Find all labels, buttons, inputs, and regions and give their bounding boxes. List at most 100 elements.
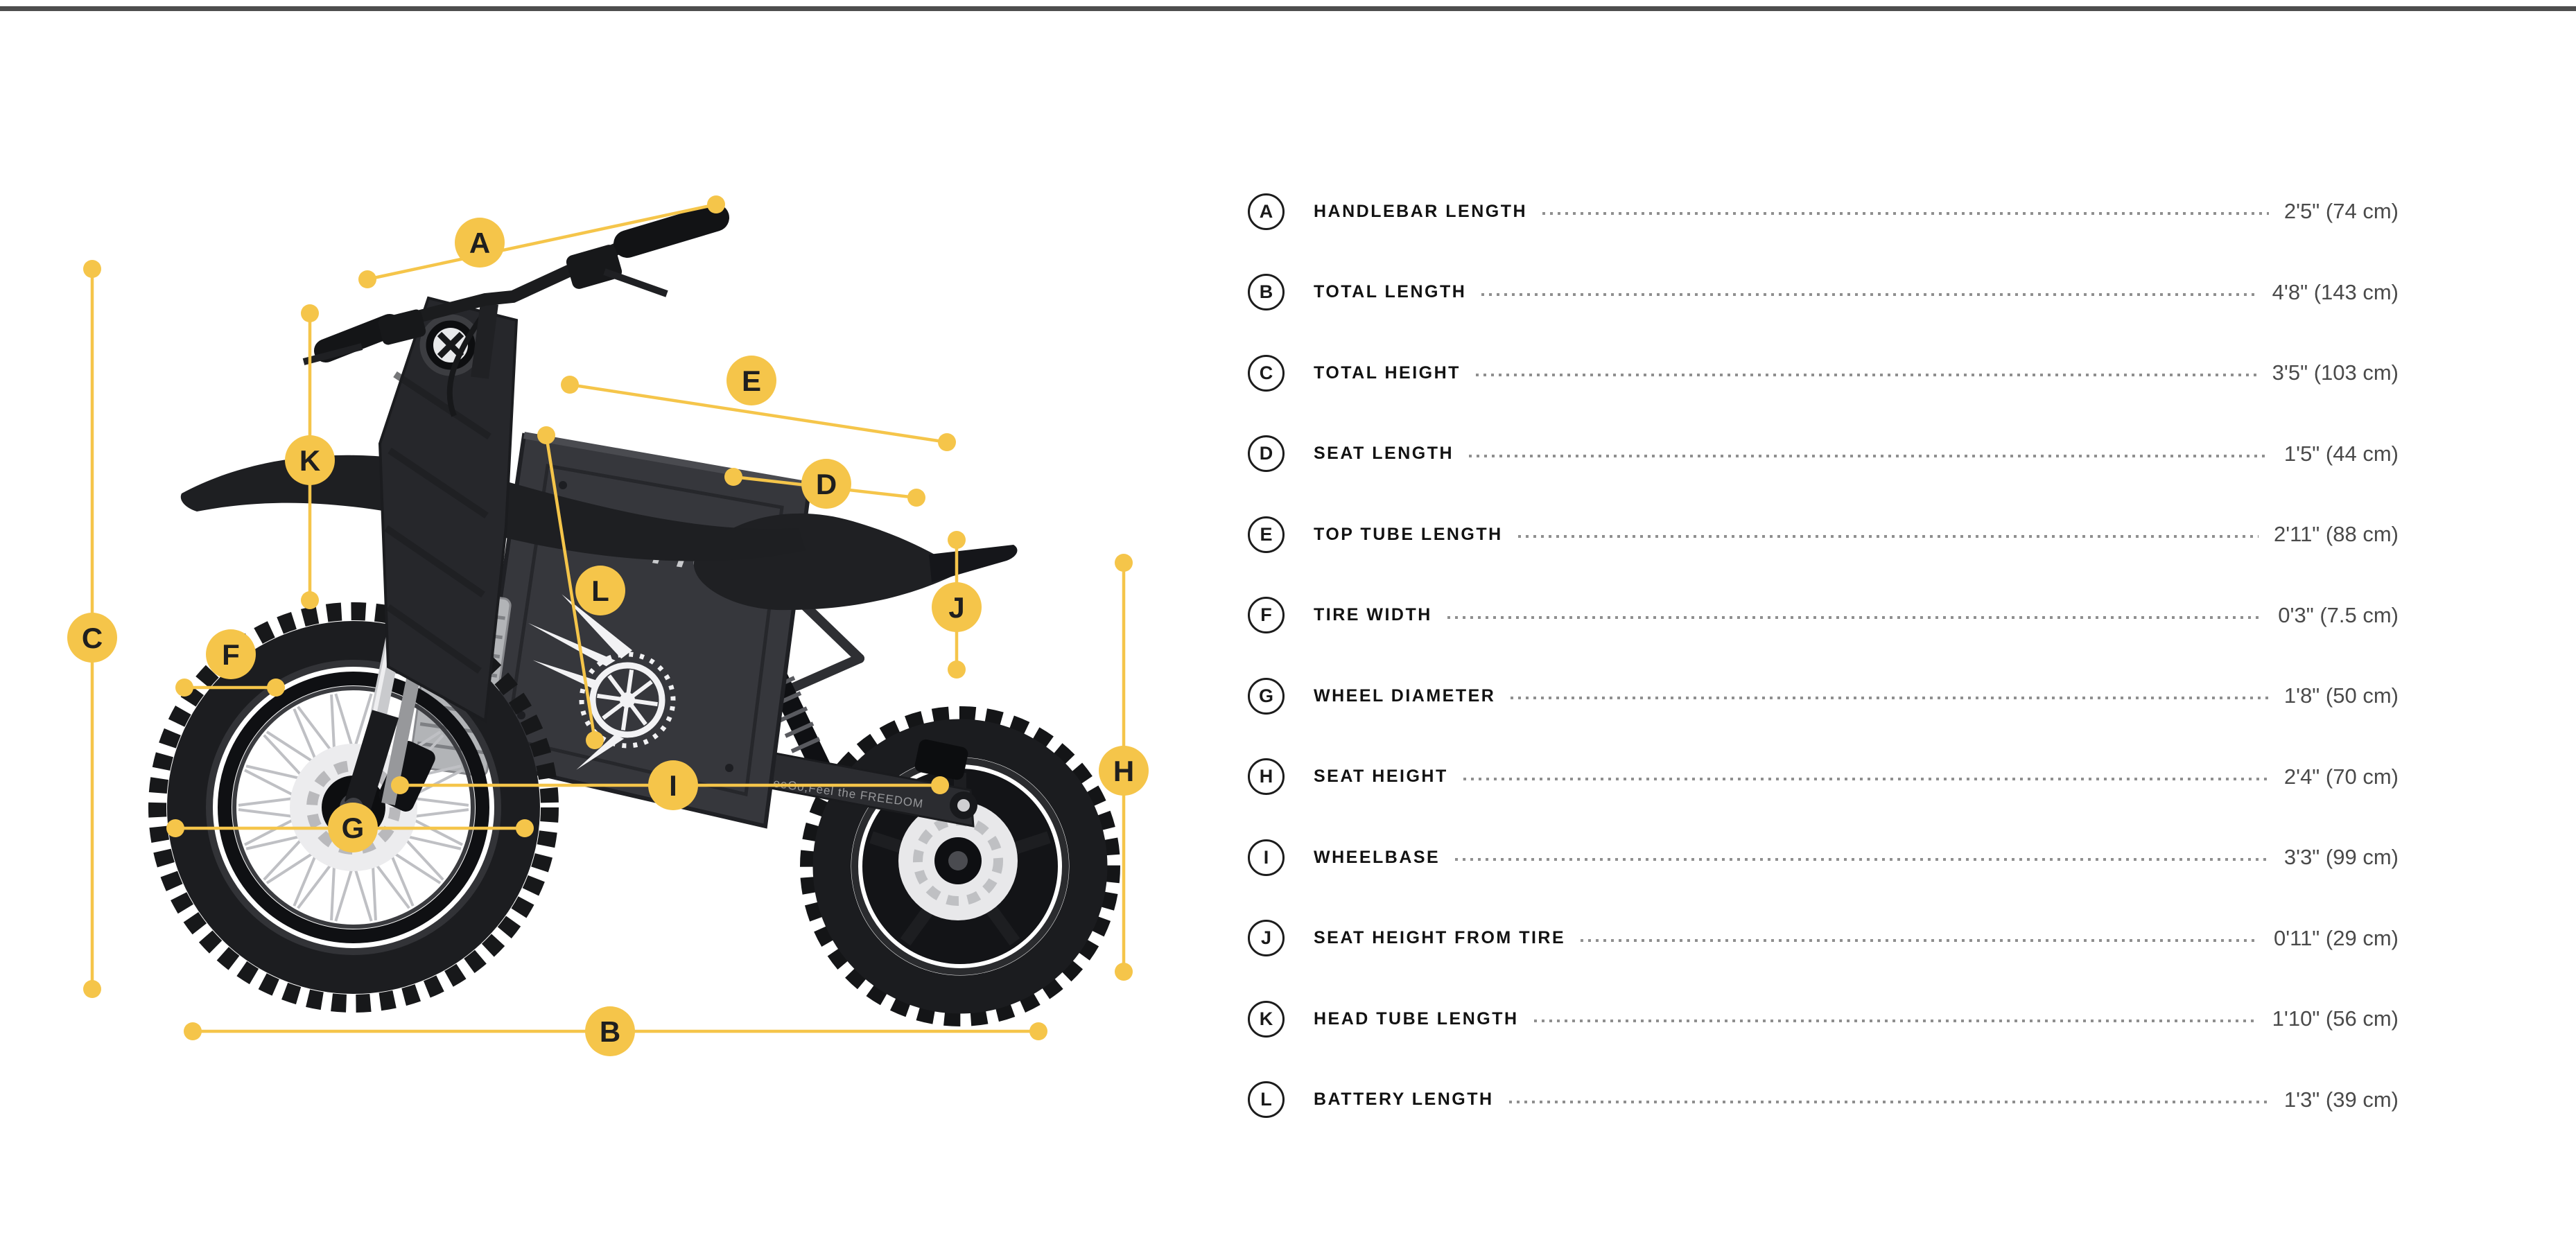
rear-wheel — [800, 706, 1120, 1026]
spec-row: G WHEEL DIAMETER 1'8" (50 cm) — [1248, 671, 2399, 721]
marker-endpoint-dot — [724, 468, 742, 486]
spec-label: WHEEL DIAMETER — [1314, 685, 1496, 706]
marker-endpoint-dot — [938, 433, 956, 451]
dotted-leader — [1469, 454, 2269, 457]
marker-A: A — [358, 195, 725, 288]
marker-endpoint-dot — [948, 531, 966, 549]
bike-illustration: Ride FreeGo,Feel the FREEDOM Freego ® — [67, 195, 1149, 1056]
spec-value: 1'8" (50 cm) — [2283, 683, 2399, 708]
spec-row: H SEAT HEIGHT 2'4" (70 cm) — [1248, 752, 2399, 802]
marker-endpoint-dot — [931, 776, 949, 794]
dotted-leader — [1508, 1100, 2269, 1103]
throttle-assembly — [566, 245, 623, 289]
marker-letter: G — [342, 812, 365, 844]
right-grip — [613, 204, 729, 258]
spec-row: I WHEELBASE 3'3" (99 cm) — [1248, 832, 2399, 882]
marker-K: K — [285, 304, 335, 609]
spec-letter-badge: G — [1248, 677, 1285, 715]
spec-value: 3'3" (99 cm) — [2283, 845, 2399, 870]
marker-endpoint-dot — [267, 679, 285, 697]
spec-row: A HANDLEBAR LENGTH 2'5" (74 cm) — [1248, 186, 2399, 236]
left-grip — [314, 314, 401, 362]
spec-label: TIRE WIDTH — [1314, 605, 1432, 625]
spec-value: 2'11" (88 cm) — [2273, 522, 2399, 547]
rear-caliper — [914, 739, 968, 780]
marker-endpoint-dot — [301, 304, 319, 322]
marker-B: B — [184, 1006, 1047, 1056]
marker-endpoint-dot — [175, 679, 193, 697]
marker-G: G — [166, 803, 534, 852]
dotted-leader — [1475, 374, 2257, 377]
spec-label: HANDLEBAR LENGTH — [1314, 201, 1528, 221]
top-bar — [0, 6, 2576, 11]
spec-value: 1'5" (44 cm) — [2283, 441, 2399, 466]
spec-value: 3'5" (103 cm) — [2272, 360, 2399, 385]
spec-row: C TOTAL HEIGHT 3'5" (103 cm) — [1248, 348, 2399, 398]
marker-endpoint-dot — [948, 661, 966, 679]
marker-letter: E — [742, 365, 761, 397]
marker-E: E — [561, 356, 956, 451]
spec-row: J SEAT HEIGHT FROM TIRE 0'11" (29 cm) — [1248, 913, 2399, 963]
spec-value: 0'3" (7.5 cm) — [2278, 602, 2399, 627]
front-number-plate — [378, 296, 519, 724]
dotted-leader — [1463, 777, 2269, 780]
spec-value: 1'3" (39 cm) — [2283, 1087, 2399, 1112]
spec-row: K HEAD TUBE LENGTH 1'10" (56 cm) — [1248, 994, 2399, 1044]
spec-row: E TOP TUBE LENGTH 2'11" (88 cm) — [1248, 509, 2399, 559]
bike-diagram: Ride FreeGo,Feel the FREEDOM Freego ® — [67, 195, 1149, 1056]
tail-fender — [929, 545, 1018, 582]
brake-lever-right — [603, 268, 668, 297]
spec-letter-badge: C — [1248, 354, 1285, 392]
spec-letter-badge: H — [1248, 758, 1285, 796]
dotted-leader — [1581, 938, 2259, 942]
spec-letter-badge: B — [1248, 274, 1285, 311]
dotted-leader — [1481, 292, 2257, 296]
marker-endpoint-dot — [586, 731, 604, 749]
marker-letter: F — [222, 638, 240, 671]
spec-letter-badge: D — [1248, 435, 1285, 473]
marker-letter: C — [82, 622, 103, 654]
dotted-leader — [1455, 858, 2269, 861]
marker-endpoint-dot — [561, 376, 579, 394]
marker-endpoint-dot — [537, 426, 555, 444]
marker-endpoint-dot — [301, 591, 319, 609]
marker-L: L — [537, 426, 625, 749]
marker-letter: L — [591, 575, 609, 607]
marker-endpoint-dot — [358, 270, 376, 288]
spec-letter-badge: I — [1248, 839, 1285, 876]
spec-letter-badge: E — [1248, 516, 1285, 553]
spec-row: D SEAT LENGTH 1'5" (44 cm) — [1248, 429, 2399, 479]
spec-row: B TOTAL LENGTH 4'8" (143 cm) — [1248, 268, 2399, 317]
spec-label: HEAD TUBE LENGTH — [1314, 1008, 1519, 1029]
marker-letter: D — [816, 468, 837, 500]
spec-label: TOP TUBE LENGTH — [1314, 524, 1503, 544]
spec-row: F TIRE WIDTH 0'3" (7.5 cm) — [1248, 590, 2399, 640]
spec-letter-badge: J — [1248, 920, 1285, 957]
marker-endpoint-dot — [1029, 1022, 1047, 1040]
spec-label: SEAT HEIGHT — [1314, 767, 1448, 787]
marker-letter: I — [669, 769, 677, 802]
marker-endpoint-dot — [907, 489, 925, 507]
spec-value: 4'8" (143 cm) — [2272, 279, 2399, 304]
spec-value: 2'5" (74 cm) — [2283, 199, 2399, 223]
marker-endpoint-dot — [707, 195, 725, 213]
winged-wheel-emblem — [528, 594, 676, 770]
marker-endpoint-dot — [391, 776, 409, 794]
dotted-leader — [1533, 1020, 2257, 1023]
spec-letter-badge: F — [1248, 597, 1285, 634]
marker-endpoint-dot — [184, 1022, 202, 1040]
spec-value: 2'4" (70 cm) — [2283, 764, 2399, 789]
dotted-leader — [1511, 697, 2269, 700]
spec-letter-badge: A — [1248, 193, 1285, 230]
dotted-leader — [1542, 212, 2269, 215]
marker-F: F — [175, 629, 285, 697]
spec-value: 0'11" (29 cm) — [2273, 925, 2399, 950]
dotted-leader — [1447, 615, 2263, 619]
marker-J: J — [932, 531, 982, 679]
marker-endpoint-dot — [516, 819, 534, 837]
dotted-leader — [1517, 535, 2259, 539]
spec-label: TOTAL LENGTH — [1314, 282, 1467, 302]
bike-area: Ride FreeGo,Feel the FREEDOM Freego ® — [0, 0, 1213, 1248]
marker-letter: J — [948, 591, 964, 624]
